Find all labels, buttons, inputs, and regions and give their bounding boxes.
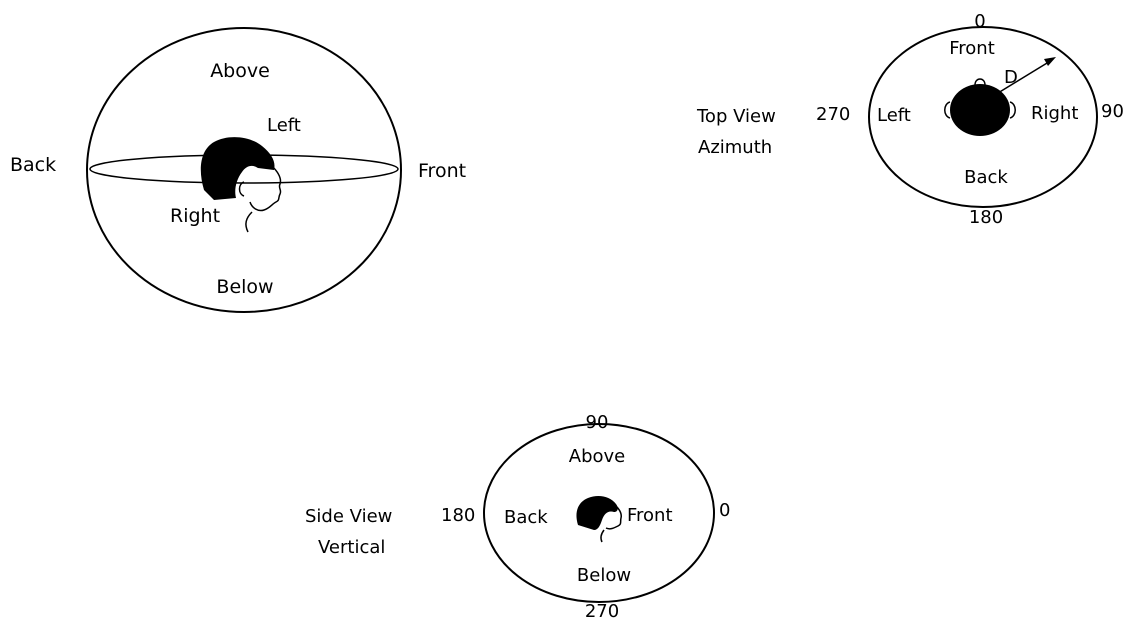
sphere-back-label: Back [10, 154, 56, 176]
top-view-front-label: Front [949, 38, 995, 59]
side-view-front-label: Front [627, 505, 673, 526]
top-view-back-label: Back [964, 167, 1008, 188]
top-view-deg-0: 0 [974, 11, 985, 32]
top-view: 0 Front D Top View Azimuth 270 Left Righ… [696, 11, 1124, 228]
top-view-deg-90: 90 [1101, 101, 1124, 122]
side-view-deg-0: 0 [719, 500, 730, 521]
top-view-right-label: Right [1031, 103, 1078, 124]
side-view-title-line2: Vertical [318, 537, 385, 558]
side-view-deg-180: 180 [441, 505, 475, 526]
top-view-title-line2: Azimuth [698, 137, 772, 158]
side-view-below-label: Below [577, 565, 631, 586]
top-view-title-line1: Top View [696, 106, 776, 127]
side-view-above-label: Above [569, 446, 625, 467]
sphere-left-label: Left [267, 115, 301, 136]
sphere-below-label: Below [216, 276, 273, 298]
top-view-deg-180: 180 [969, 207, 1003, 228]
side-view-head-icon [576, 496, 621, 542]
top-view-right-ear-icon [1010, 102, 1015, 118]
side-view-deg-270: 270 [585, 601, 619, 620]
sphere-front-label: Front [418, 160, 466, 182]
side-view: 90 Above Side View Vertical 180 Back Fro… [305, 412, 730, 620]
sphere-view: Above Left Back Front Right Below [10, 28, 466, 312]
top-view-left-label: Left [877, 105, 911, 126]
side-view-title-line1: Side View [305, 506, 392, 527]
top-view-left-ear-icon [945, 102, 950, 118]
side-view-back-label: Back [504, 507, 548, 528]
side-view-deg-90: 90 [586, 412, 609, 433]
top-view-deg-270: 270 [816, 104, 850, 125]
top-view-distance-label: D [1004, 67, 1018, 88]
sphere-above-label: Above [210, 60, 270, 82]
sphere-right-label: Right [170, 205, 220, 227]
